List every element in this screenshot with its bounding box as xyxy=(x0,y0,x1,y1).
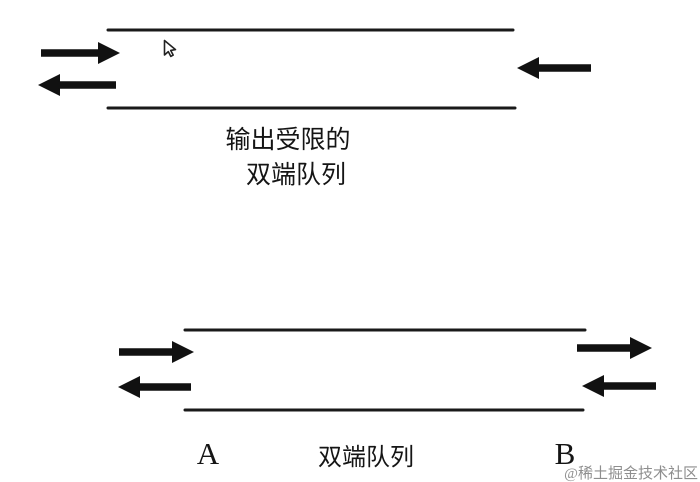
left-end-label: A xyxy=(197,436,220,471)
arrow-head xyxy=(582,375,604,397)
mouse-cursor-icon xyxy=(163,39,177,58)
bottom-left-insert-arrow-icon xyxy=(119,341,194,363)
top-diagram-caption-line2: 双端队列 xyxy=(246,161,346,189)
arrow-head xyxy=(172,341,194,363)
bottom-left-delete-arrow-icon xyxy=(118,376,191,398)
deque-diagram: A 双端队列 B xyxy=(118,328,656,471)
bottom-right-insert-arrow-icon xyxy=(582,375,656,397)
output-restricted-deque-diagram: 输出受限的 双端队列 xyxy=(38,28,591,189)
right-end-label: B xyxy=(555,436,576,471)
bottom-diagram-caption: 双端队列 xyxy=(318,444,414,471)
top-diagram-caption-line1: 输出受限的 xyxy=(225,126,350,154)
arrow-head xyxy=(118,376,140,398)
bottom-right-delete-arrow-icon xyxy=(577,337,652,359)
top-left-delete-arrow-icon xyxy=(38,74,116,96)
top-right-insert-arrow-icon xyxy=(517,57,591,79)
watermark-text: @稀土掘金技术社区 xyxy=(564,465,698,482)
arrow-head xyxy=(630,337,652,359)
arrow-head xyxy=(38,74,60,96)
arrow-head xyxy=(517,57,539,79)
top-left-insert-arrow-icon xyxy=(41,42,120,64)
arrow-head xyxy=(98,42,120,64)
